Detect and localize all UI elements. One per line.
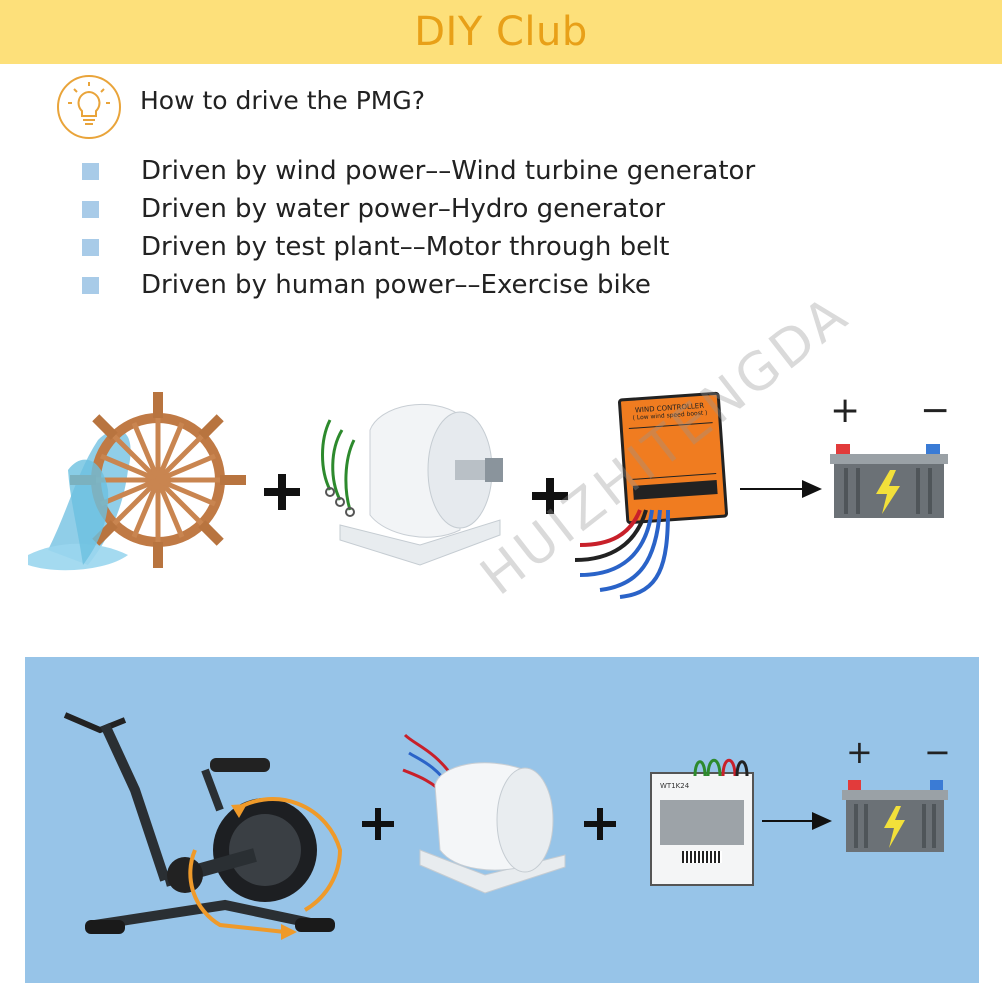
- bullet-square-icon: [82, 238, 99, 256]
- arrow-right-icon: [762, 812, 832, 830]
- method-text: Driven by human power––Exercise bike: [141, 270, 651, 300]
- generator-image: [402, 733, 566, 894]
- bullet-square-icon: [82, 276, 99, 294]
- battery-icon: [830, 444, 948, 518]
- drive-methods-list: Driven by wind power––Wind turbine gener…: [82, 152, 755, 304]
- plus-icon: [532, 478, 568, 514]
- list-item: Driven by wind power––Wind turbine gener…: [82, 152, 755, 190]
- controller-label-block: [660, 800, 744, 845]
- plus-icon: [362, 808, 394, 840]
- minus-sign: −: [920, 390, 951, 431]
- header-banner: DIY Club: [0, 0, 1002, 64]
- bullet-square-icon: [82, 200, 99, 218]
- list-item: Driven by test plant––Motor through belt: [82, 228, 755, 266]
- controller-barcode: [682, 851, 722, 863]
- arrow-right-icon: [740, 480, 822, 498]
- controller-model: WT1K24: [660, 782, 690, 790]
- plus-sign: +: [846, 733, 873, 771]
- method-text: Driven by water power–Hydro generator: [141, 194, 666, 224]
- wind-controller-grey-image: WT1K24: [650, 772, 754, 886]
- water-wheel-image: [28, 392, 246, 571]
- generator-image: [321, 403, 503, 566]
- bullet-square-icon: [82, 162, 99, 180]
- controller-wires-image: [693, 758, 749, 776]
- list-item: Driven by water power–Hydro generator: [82, 190, 755, 228]
- banner-title: DIY Club: [414, 9, 588, 55]
- method-text: Driven by wind power––Wind turbine gener…: [141, 156, 756, 186]
- minus-sign: −: [924, 733, 951, 771]
- exercise-bike-image: [63, 712, 343, 940]
- battery-icon: [842, 780, 948, 852]
- method-text: Driven by test plant––Motor through belt: [141, 232, 670, 262]
- lightbulb-icon: [57, 75, 121, 139]
- plus-icon: [584, 808, 616, 840]
- plus-icon: [264, 474, 300, 510]
- section-heading: How to drive the PMG?: [140, 86, 426, 115]
- controller-wires-image: [574, 509, 670, 599]
- plus-sign: +: [830, 390, 861, 431]
- list-item: Driven by human power––Exercise bike: [82, 266, 755, 304]
